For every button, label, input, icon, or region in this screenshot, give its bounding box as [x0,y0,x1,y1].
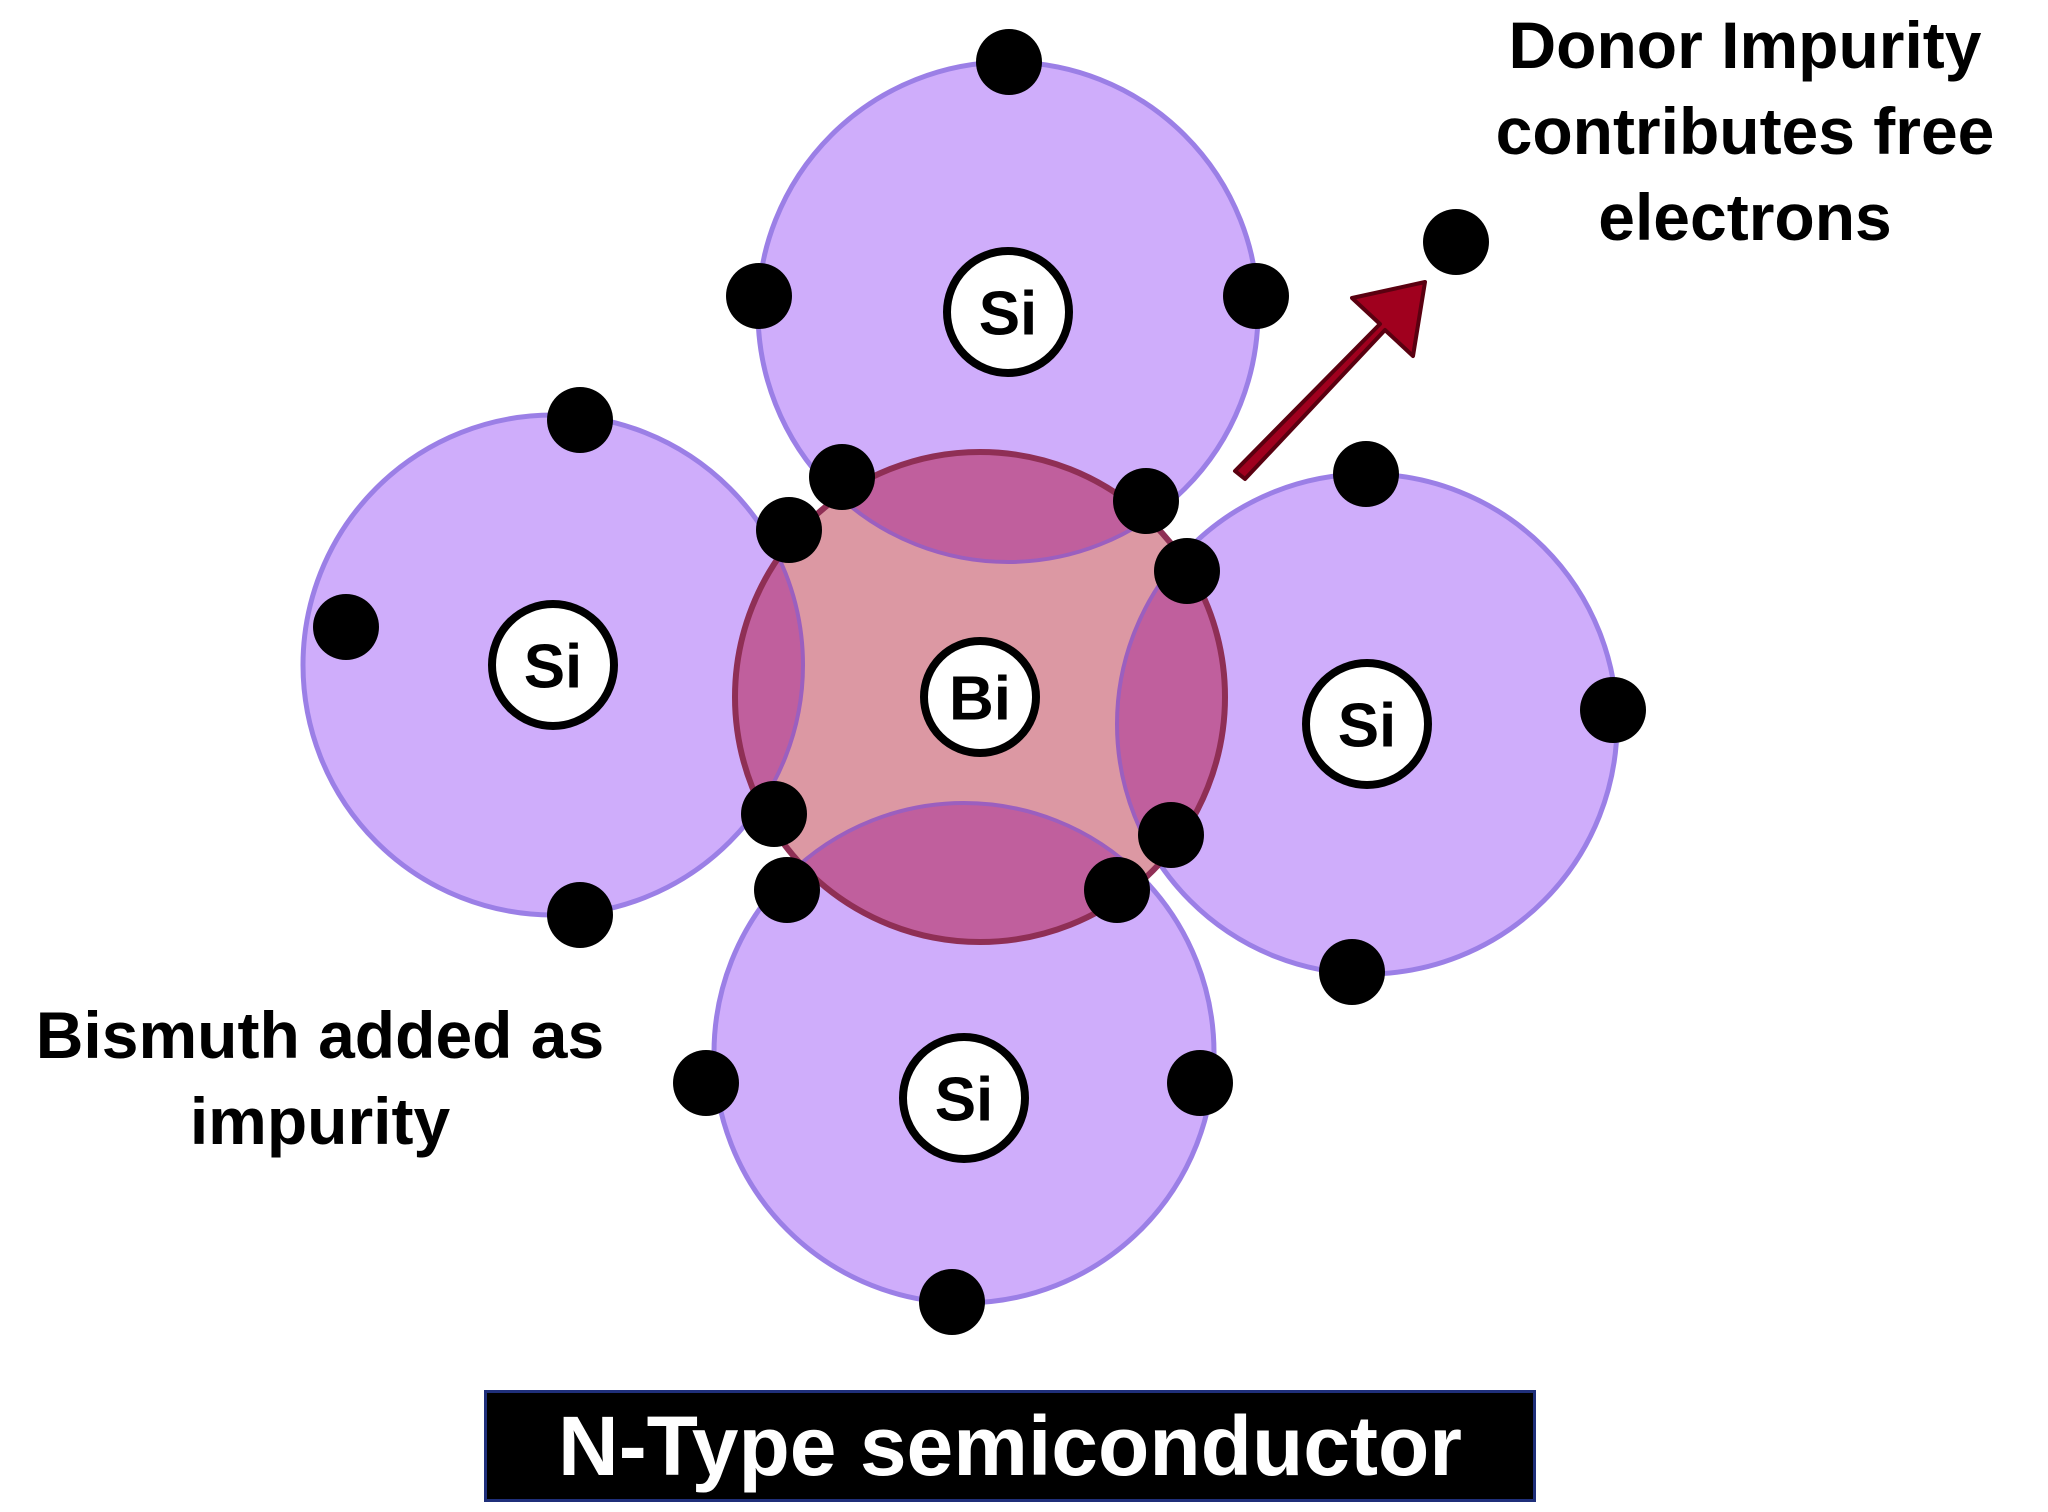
electron-si-right-bottom [1319,939,1385,1005]
electron-bond-top-right [1113,468,1179,534]
donor-annotation-line-3: electrons [1598,180,1892,254]
bismuth-impurity-annotation: Bismuth added as impurity [0,992,640,1164]
svg-text:Bi: Bi [949,665,1011,734]
svg-text:Si: Si [1338,692,1397,761]
electron-si-top-top [976,29,1042,95]
silicon-nucleus-bottom: Si [899,1033,1029,1163]
bismuth-nucleus: Bi [920,637,1040,757]
electron-bond-right-top [1154,538,1220,604]
bismuth-annotation-line-2: impurity [189,1084,451,1158]
svg-text:Si: Si [935,1066,994,1135]
diagram-title: N-Type semiconductor [558,1398,1462,1493]
electron-si-right-top [1333,441,1399,507]
electron-si-left-top [547,387,613,453]
svg-text:Si: Si [979,280,1038,349]
donor-annotation-line-2: contributes free [1495,94,1995,168]
electron-bond-left-bottom [741,781,807,847]
electron-si-left-bottom [547,882,613,948]
electron-si-left-left [313,594,379,660]
silicon-nucleus-right: Si [1302,659,1432,789]
svg-text:Si: Si [524,633,583,702]
electron-bond-right-bottom [1138,802,1204,868]
electron-bond-bottom-left [754,857,820,923]
bismuth-annotation-line-1: Bismuth added as [35,998,605,1072]
free-electron-arrow [1233,280,1427,481]
donor-impurity-annotation: Donor Impurity contributes free electron… [1455,2,2035,260]
electron-si-bottom-right [1167,1050,1233,1116]
title-banner: N-Type semiconductor [484,1390,1536,1502]
electron-si-top-left [726,263,792,329]
electron-bond-left-top [756,497,822,563]
electron-si-bottom-left [673,1050,739,1116]
electrons [313,29,1646,1335]
silicon-nucleus-left: Si [488,600,618,730]
electron-bond-bottom-right [1084,857,1150,923]
silicon-nucleus-top: Si [943,247,1073,377]
donor-annotation-line-1: Donor Impurity [1508,8,1982,82]
electron-si-top-right [1223,263,1289,329]
electron-si-right-right [1580,677,1646,743]
electron-bond-top-left [809,444,875,510]
electron-si-bottom-bottom [919,1269,985,1335]
free-electron [1423,209,1489,275]
